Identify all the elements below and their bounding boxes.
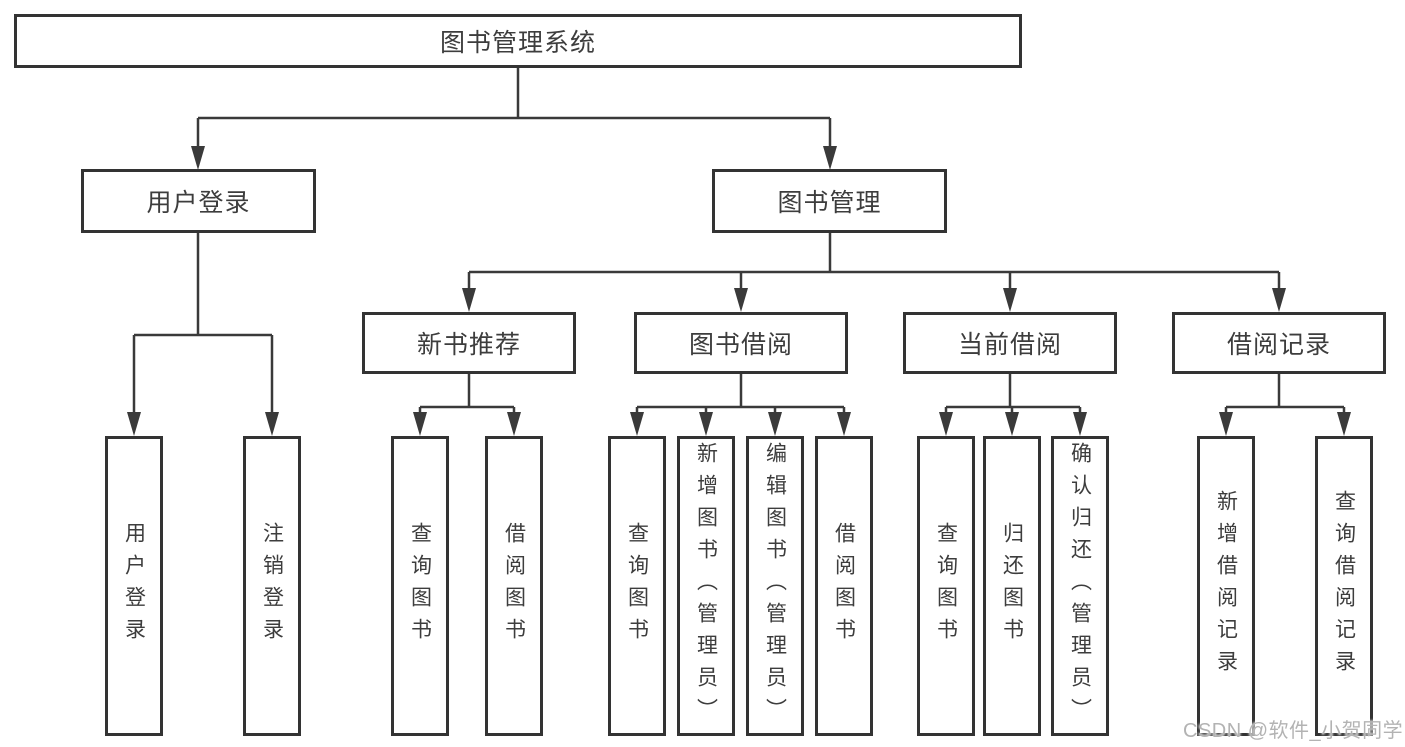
connector-root-to-branches [191,68,837,170]
leaf-login-logout: 注销登录 [243,436,301,736]
connector-borrow-to-leaves [630,374,851,436]
node-new-book-recommend: 新书推荐 [362,312,576,374]
leaf-label: 查询图书 [934,522,958,650]
leaf-label: 查询借阅记录 [1332,490,1356,682]
connector-recommend-to-leaves [413,374,521,436]
leaf-label: 新增借阅记录 [1214,490,1238,682]
connector-mgmt-to-modules [462,233,1286,312]
node-root-label: 图书管理系统 [439,29,596,57]
node-root-system: 图书管理系统 [14,14,1022,68]
leaf-borrow-borrow-book: 借阅图书 [815,436,873,736]
leaf-current-confirm-return-admin: 确认归还（管理员） [1051,436,1109,736]
leaf-login-user-login: 用户登录 [105,436,163,736]
leaf-label: 注销登录 [260,522,284,650]
connector-current-to-leaves [939,374,1087,436]
leaf-borrow-add-book-admin: 新增图书（管理员） [677,436,735,736]
leaf-label: 借阅图书 [832,522,856,650]
node-label: 用户登录 [146,189,251,217]
node-label: 当前借阅 [957,331,1062,359]
leaf-label: 确认归还（管理员） [1068,442,1092,730]
node-label: 图书借阅 [688,331,793,359]
connector-record-to-leaves [1219,374,1351,436]
leaf-label: 编辑图书（管理员） [763,442,787,730]
leaf-label: 新增图书（管理员） [694,442,718,730]
leaf-label: 查询图书 [625,522,649,650]
csdn-watermark: CSDN @软件_小贺同学 [1183,720,1404,742]
node-borrow-record: 借阅记录 [1172,312,1386,374]
node-label: 图书管理 [777,189,882,217]
node-label: 新书推荐 [416,331,521,359]
node-label: 借阅记录 [1226,331,1331,359]
leaf-recommend-borrow-book: 借阅图书 [485,436,543,736]
node-user-login: 用户登录 [81,169,316,233]
leaf-label: 查询图书 [408,522,432,650]
leaf-label: 用户登录 [122,522,146,650]
leaf-borrow-query-book: 查询图书 [608,436,666,736]
leaf-current-query-book: 查询图书 [917,436,975,736]
node-current-borrow: 当前借阅 [903,312,1117,374]
leaf-record-add-record: 新增借阅记录 [1197,436,1255,736]
leaf-label: 归还图书 [1000,522,1024,650]
leaf-record-query-record: 查询借阅记录 [1315,436,1373,736]
leaf-borrow-edit-book-admin: 编辑图书（管理员） [746,436,804,736]
leaf-current-return-book: 归还图书 [983,436,1041,736]
node-book-borrow: 图书借阅 [634,312,848,374]
leaf-recommend-query-book: 查询图书 [391,436,449,736]
leaf-label: 借阅图书 [502,522,526,650]
node-book-management: 图书管理 [712,169,947,233]
connector-login-to-leaves [127,233,279,436]
